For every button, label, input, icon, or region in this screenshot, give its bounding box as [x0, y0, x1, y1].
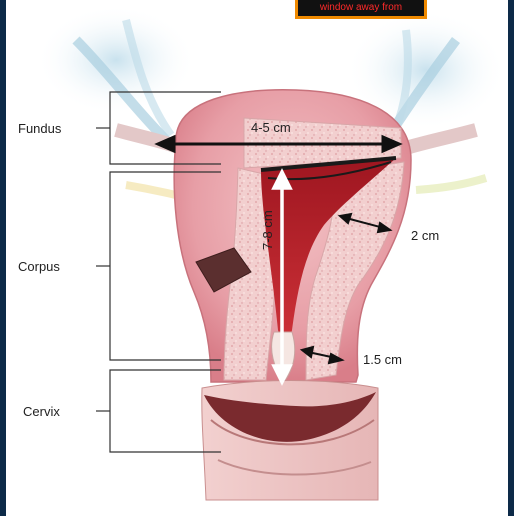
fallopian-tube-right: [403, 123, 478, 155]
label-corpus: Corpus: [18, 259, 60, 274]
arrow-length: [271, 168, 293, 386]
arrow-fundus-width: [154, 134, 403, 154]
measure-cervix-wall: 1.5 cm: [363, 352, 402, 367]
diagram-panel: Fundus Corpus Cervix 4-5 cm 7-8 cm 2 cm …: [6, 0, 508, 516]
measure-length: 7-8 cm: [260, 210, 275, 250]
arrow-wall-thickness: [337, 212, 393, 234]
caption-text: window away from: [319, 2, 403, 13]
bracket-corpus: [96, 171, 221, 361]
label-cervix: Cervix: [23, 404, 60, 419]
caption-box: window away from: [295, 0, 427, 19]
bracket-fundus: [96, 91, 221, 165]
arrow-cervix-wall: [299, 345, 345, 365]
cervix-opening: [204, 392, 376, 442]
measure-wall-thickness: 2 cm: [411, 228, 439, 243]
cut-wall-right: [305, 161, 405, 381]
uterus-diagram: Fundus Corpus Cervix 4-5 cm 7-8 cm 2 cm …: [18, 5, 506, 501]
tissue-block: [195, 247, 252, 293]
bracket-cervix: [96, 369, 221, 453]
label-fundus: Fundus: [18, 121, 62, 136]
measure-fundus-width: 4-5 cm: [251, 120, 291, 135]
fimbriae-left: [36, 5, 196, 144]
uterine-cavity: [261, 158, 396, 362]
